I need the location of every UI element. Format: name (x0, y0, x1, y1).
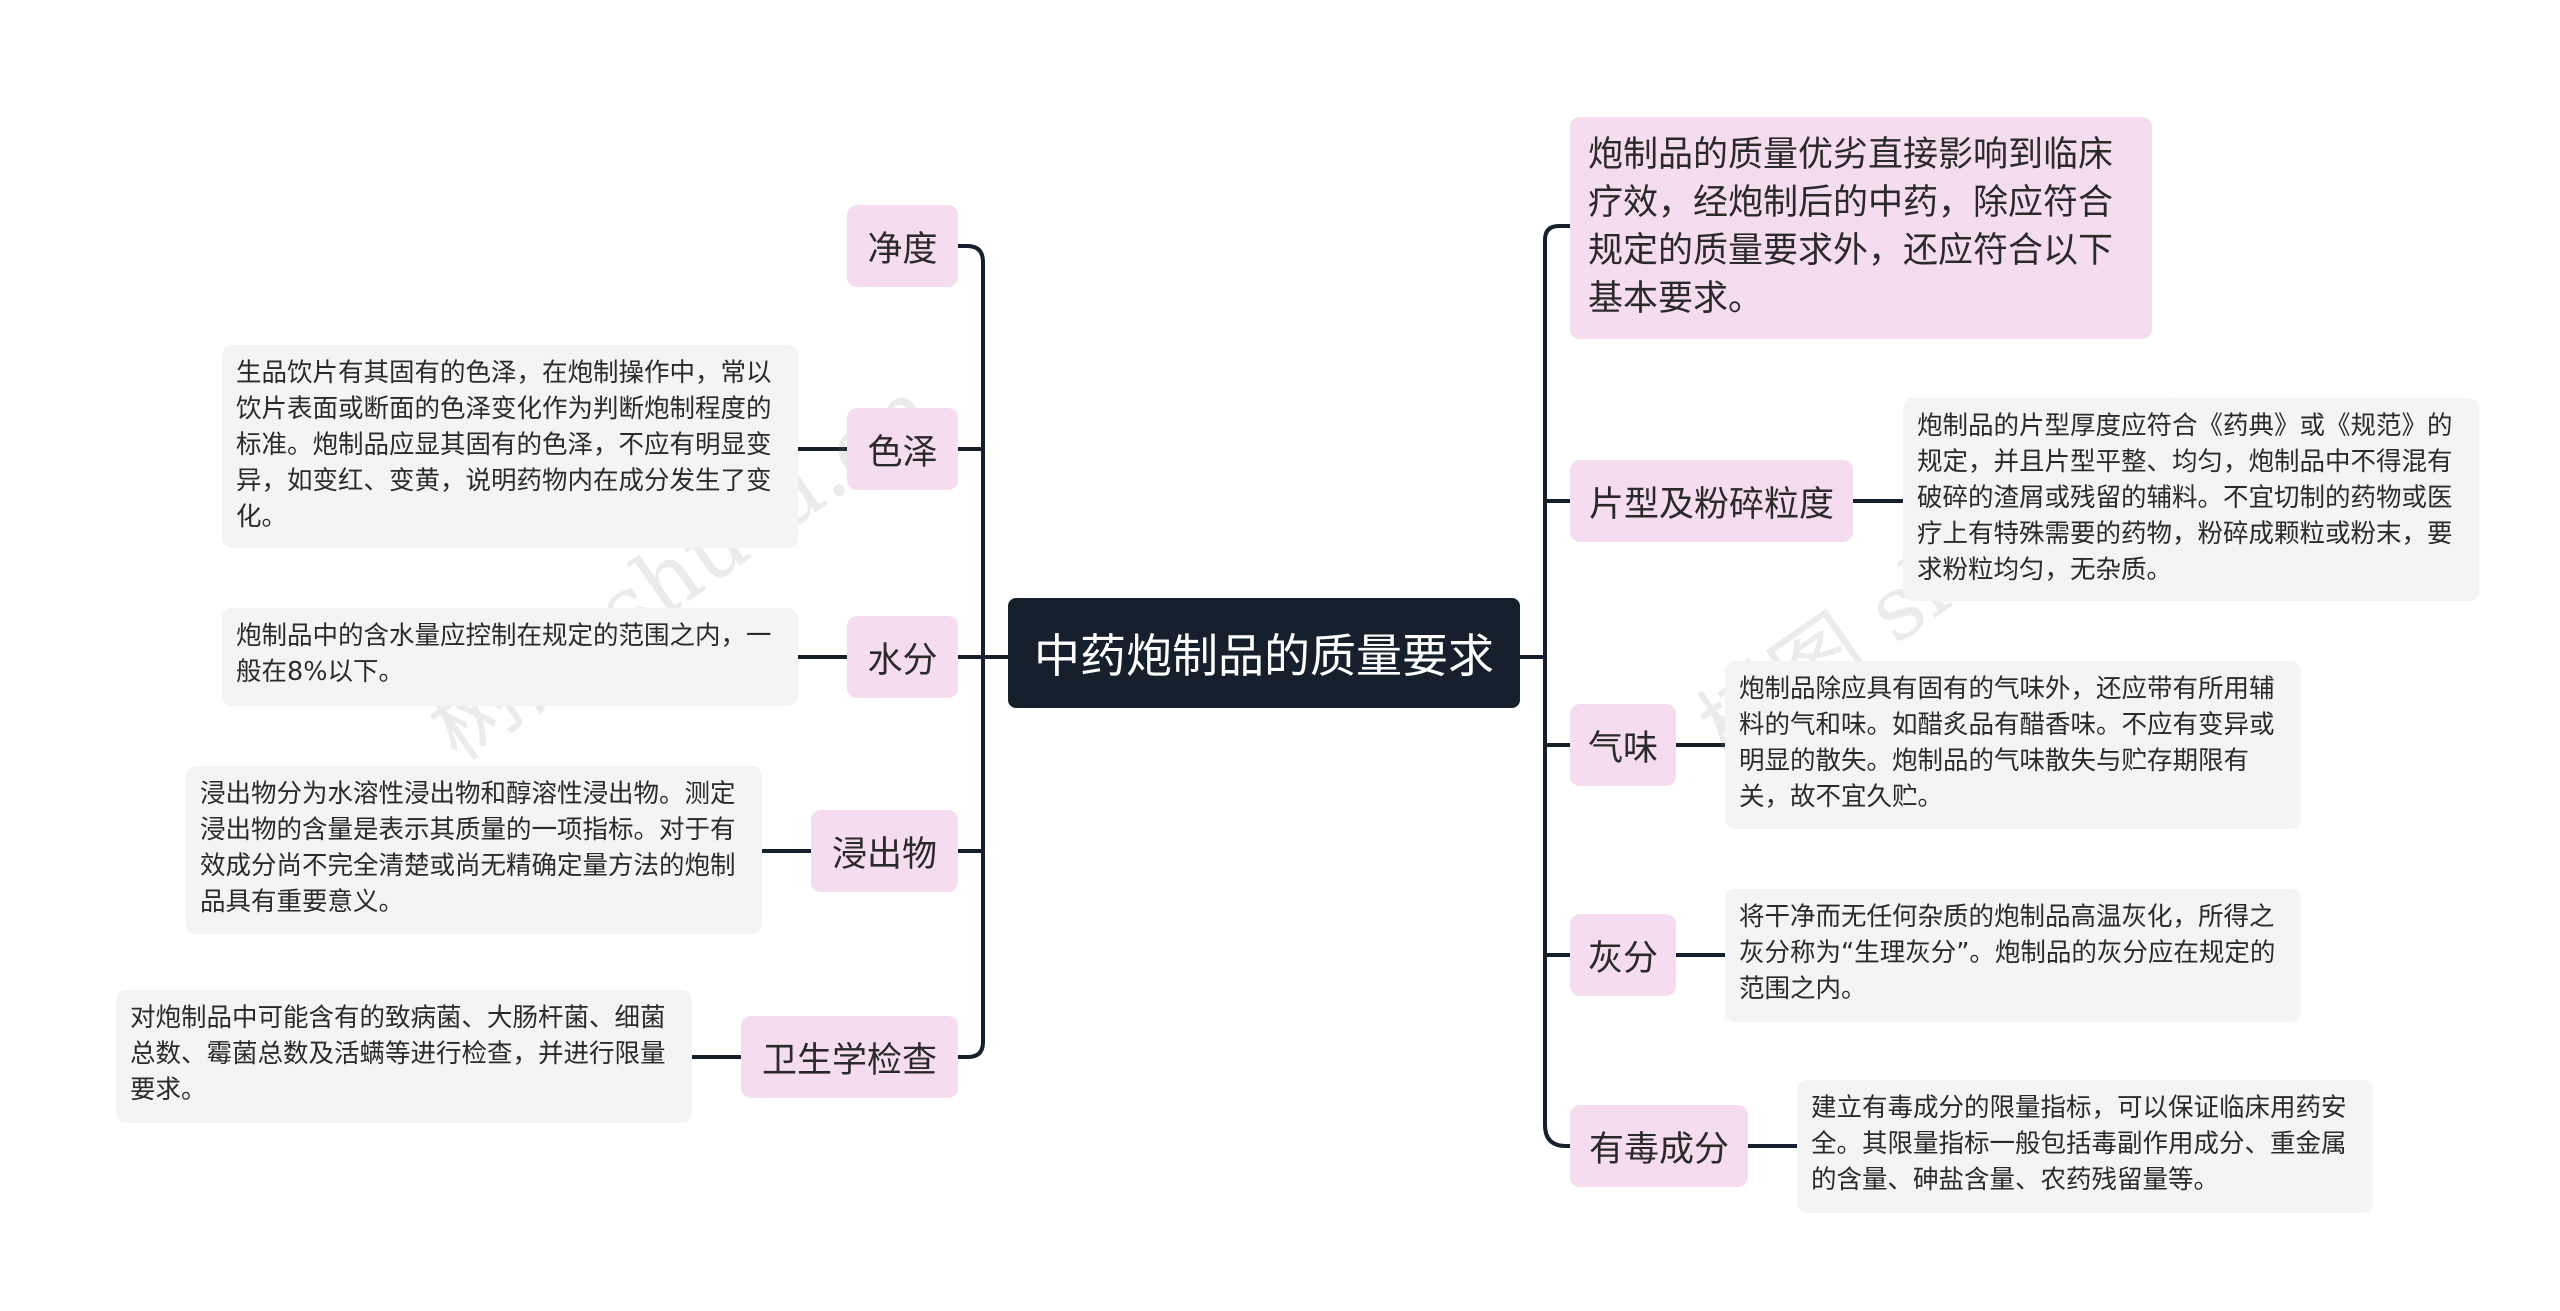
root-topic[interactable]: 中药炮制品的质量要求 (1008, 598, 1520, 708)
topic-hygiene-test[interactable]: 卫生学检查 (741, 1016, 958, 1098)
note-extract: 浸出物分为水溶性浸出物和醇溶性浸出物。测定浸出物的含量是表示其质量的一项指标。对… (186, 766, 762, 934)
note-ash: 将干净而无任何杂质的炮制品高温灰化，所得之灰分称为“生理灰分”。炮制品的灰分应在… (1725, 889, 2301, 1022)
note-slice-particle-size: 炮制品的片型厚度应符合《药典》或《规范》的规定，并且片型平整、均匀，炮制品中不得… (1903, 398, 2479, 601)
note-toxic-components: 建立有毒成分的限量指标，可以保证临床用药安全。其限量指标一般包括毒副作用成分、重… (1797, 1080, 2373, 1213)
note-odor: 炮制品除应具有固有的气味外，还应带有所用辅料的气和味。如醋炙品有醋香味。不应有变… (1725, 661, 2301, 829)
topic-color[interactable]: 色泽 (847, 408, 958, 490)
note-color: 生品饮片有其固有的色泽，在炮制操作中，常以饮片表面或断面的色泽变化作为判断炮制程… (222, 345, 798, 548)
topic-cleanliness[interactable]: 净度 (847, 205, 958, 287)
topic-slice-particle-size[interactable]: 片型及粉碎粒度 (1570, 460, 1853, 542)
note-moisture: 炮制品中的含水量应控制在规定的范围之内，一般在8%以下。 (222, 608, 798, 706)
note-hygiene-test: 对炮制品中可能含有的致病菌、大肠杆菌、细菌总数、霉菌总数及活螨等进行检查，并进行… (116, 990, 692, 1123)
topic-ash[interactable]: 灰分 (1570, 914, 1676, 996)
topic-odor[interactable]: 气味 (1570, 704, 1676, 786)
topic-extract[interactable]: 浸出物 (811, 810, 958, 892)
topic-intro[interactable]: 炮制品的质量优劣直接影响到临床疗效，经炮制后的中药，除应符合规定的质量要求外，还… (1570, 117, 2152, 339)
topic-toxic-components[interactable]: 有毒成分 (1570, 1105, 1748, 1187)
topic-moisture[interactable]: 水分 (847, 616, 958, 698)
